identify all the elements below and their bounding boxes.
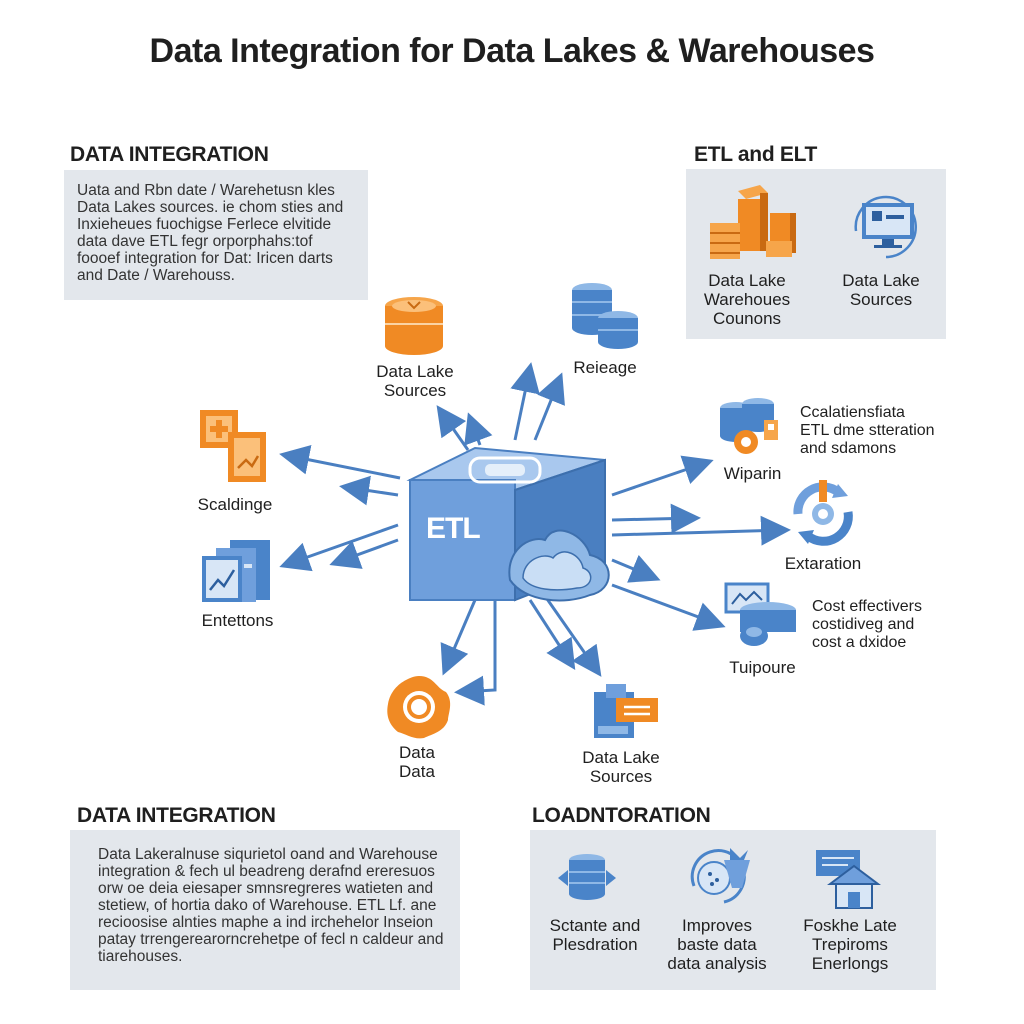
- node-data-data-label: Data Data: [399, 743, 435, 781]
- bottom-right-item-1-label: Sctante and Plesdration: [549, 916, 641, 954]
- monitor-cycle-icon: [842, 191, 922, 266]
- top-right-heading: ETL and ELT: [694, 143, 818, 166]
- bottom-right-item-2-label: Improves baste data data analysis: [667, 916, 767, 973]
- bottom-left-panel: Data Lakeralnuse siqurietol oand and War…: [70, 830, 460, 990]
- node-entettons-label: Entettons: [201, 611, 274, 630]
- database-orange-icon: [383, 296, 445, 363]
- top-right-panel: Data Lake Warehoues Counons Data Lake So…: [686, 169, 946, 339]
- arrow-to-entettons-2: [329, 538, 399, 569]
- top-left-heading: DATA INTEGRATION: [70, 143, 269, 166]
- cycle-gear-icon: [788, 478, 858, 553]
- arrow-to-scaldinge-2: [339, 475, 399, 506]
- bottom-right-item-3-label: Foskhe Late Trepiroms Enerlongs: [803, 916, 897, 973]
- database-stack-icon: [570, 282, 640, 355]
- arrow-to-data-lake-top-2: [464, 412, 493, 446]
- cylinder-arrows-icon: [556, 850, 618, 911]
- arrow-to-reieage-2: [533, 372, 565, 441]
- arrow-to-data-data-2: [454, 600, 497, 706]
- arrow-to-extaration-2: [611, 515, 791, 546]
- top-right-item-1-label: Data Lake Warehoues Counons: [703, 271, 791, 328]
- arrow-to-scaldinge: [279, 444, 401, 480]
- analysis-cup-icon: [684, 846, 754, 911]
- arrow-to-wiparin: [611, 455, 714, 497]
- page-title: Data Integration for Data Lakes & Wareho…: [149, 32, 875, 70]
- node-data-lake-sources-bottom-label: Data Lake Sources: [582, 748, 660, 786]
- bottom-left-text: Data Lakeralnuse siqurietol oand and War…: [98, 846, 444, 965]
- arrow-to-extaration: [611, 503, 701, 534]
- warehouse-boxes-icon: [708, 183, 800, 270]
- orange-ring-icon: [384, 674, 454, 745]
- orange-blocks-icon: [198, 408, 270, 489]
- arrow-to-tuipoure: [611, 554, 661, 583]
- house-chart-icon: [814, 848, 884, 915]
- arrow-to-data-data: [440, 599, 477, 676]
- top-left-panel: Uata and Rbn date / Warehetusn kles Data…: [64, 170, 368, 300]
- wiparin-note: Ccalatiensfiata ETL dme stteration and s…: [800, 404, 935, 457]
- node-reieage-label: Reieage: [573, 358, 637, 377]
- arrow-to-data-lake-top: [436, 405, 470, 451]
- node-tuipoure-label: Tuipoure: [729, 658, 796, 677]
- node-scaldinge-label: Scaldinge: [197, 495, 273, 514]
- arrow-to-data-lake-bottom: [528, 599, 576, 671]
- arrow-to-reieage: [510, 362, 540, 441]
- top-right-item-2-label: Data Lake Sources: [842, 271, 920, 309]
- node-data-lake-sources-top-label: Data Lake Sources: [376, 362, 454, 400]
- center-etl-label: ETL: [426, 512, 481, 545]
- bottom-right-panel: Sctante and Plesdration Improves baste d…: [530, 830, 936, 990]
- node-extaration-label: Extaration: [784, 554, 862, 573]
- top-left-text: Uata and Rbn date / Warehetusn kles Data…: [77, 182, 344, 284]
- etl-cube-icon: [405, 440, 620, 610]
- database-gear-icon: [718, 396, 784, 463]
- chart-cards-icon: [200, 538, 274, 609]
- bottom-right-heading: LOADNTORATION: [532, 804, 711, 827]
- bottom-left-heading: DATA INTEGRATION: [77, 804, 276, 827]
- document-stack-icon: [592, 682, 662, 745]
- tuipoure-note: Cost effectivers costidiveg and cost a d…: [812, 598, 922, 651]
- node-wiparin-label: Wiparin: [723, 464, 782, 483]
- arrow-to-tuipoure-2: [611, 583, 726, 631]
- monitor-database-icon: [724, 582, 802, 657]
- arrow-to-data-lake-bottom-2: [543, 595, 602, 677]
